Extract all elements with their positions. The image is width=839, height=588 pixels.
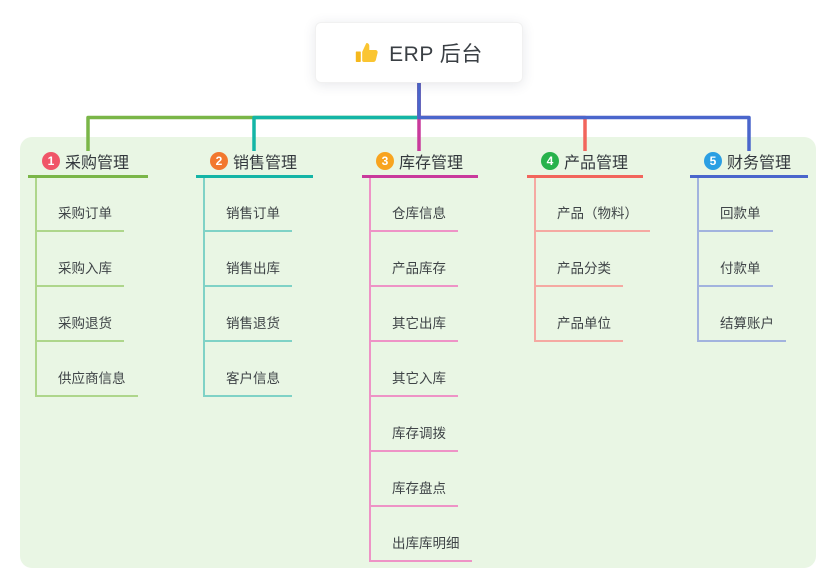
branch-title-inventory[interactable]: 库存管理 bbox=[399, 155, 464, 172]
child-topic[interactable]: 产品库存 bbox=[369, 259, 458, 287]
branch-child-connector bbox=[203, 178, 205, 397]
child-topic[interactable]: 其它入库 bbox=[369, 369, 458, 397]
branch-number-badge: 3 bbox=[376, 152, 394, 170]
branch-child-connector bbox=[534, 178, 536, 342]
child-topic[interactable]: 供应商信息 bbox=[35, 369, 138, 397]
branch-child-connector bbox=[35, 178, 37, 397]
child-topic[interactable]: 采购退货 bbox=[35, 314, 124, 342]
branch-underline bbox=[28, 175, 148, 178]
child-topic[interactable]: 出库库明细 bbox=[369, 534, 472, 562]
child-topic[interactable]: 销售出库 bbox=[203, 259, 292, 287]
child-topic[interactable]: 客户信息 bbox=[203, 369, 292, 397]
child-topic[interactable]: 回款单 bbox=[697, 204, 773, 232]
thumbs-up-icon bbox=[355, 41, 379, 65]
root-topic[interactable]: ERP 后台 bbox=[315, 22, 523, 83]
child-topic[interactable]: 产品单位 bbox=[534, 314, 623, 342]
branch-number-badge: 5 bbox=[704, 152, 722, 170]
child-topic[interactable]: 结算账户 bbox=[697, 314, 786, 342]
child-topic[interactable]: 仓库信息 bbox=[369, 204, 458, 232]
child-topic[interactable]: 产品（物料） bbox=[534, 204, 650, 232]
child-topic[interactable]: 采购订单 bbox=[35, 204, 124, 232]
branch-title-sales[interactable]: 销售管理 bbox=[233, 155, 298, 172]
child-topic[interactable]: 采购入库 bbox=[35, 259, 124, 287]
branch-underline bbox=[362, 175, 478, 178]
branch-number-badge: 2 bbox=[210, 152, 228, 170]
child-topic[interactable]: 销售退货 bbox=[203, 314, 292, 342]
branch-underline bbox=[527, 175, 643, 178]
branch-number-badge: 1 bbox=[42, 152, 60, 170]
group-boundary bbox=[20, 137, 816, 568]
child-topic[interactable]: 库存调拨 bbox=[369, 424, 458, 452]
branch-number-badge: 4 bbox=[541, 152, 559, 170]
child-topic[interactable]: 付款单 bbox=[697, 259, 773, 287]
branch-underline bbox=[196, 175, 313, 178]
root-topic-label: ERP 后台 bbox=[389, 42, 483, 66]
branch-underline bbox=[690, 175, 808, 178]
branch-child-connector bbox=[697, 178, 699, 342]
branch-title-finance[interactable]: 财务管理 bbox=[727, 155, 792, 172]
child-topic[interactable]: 销售订单 bbox=[203, 204, 292, 232]
branch-child-connector bbox=[369, 178, 371, 562]
branch-title-purchase[interactable]: 采购管理 bbox=[65, 155, 130, 172]
child-topic[interactable]: 产品分类 bbox=[534, 259, 623, 287]
branch-title-product[interactable]: 产品管理 bbox=[564, 155, 629, 172]
child-topic[interactable]: 库存盘点 bbox=[369, 479, 458, 507]
child-topic[interactable]: 其它出库 bbox=[369, 314, 458, 342]
